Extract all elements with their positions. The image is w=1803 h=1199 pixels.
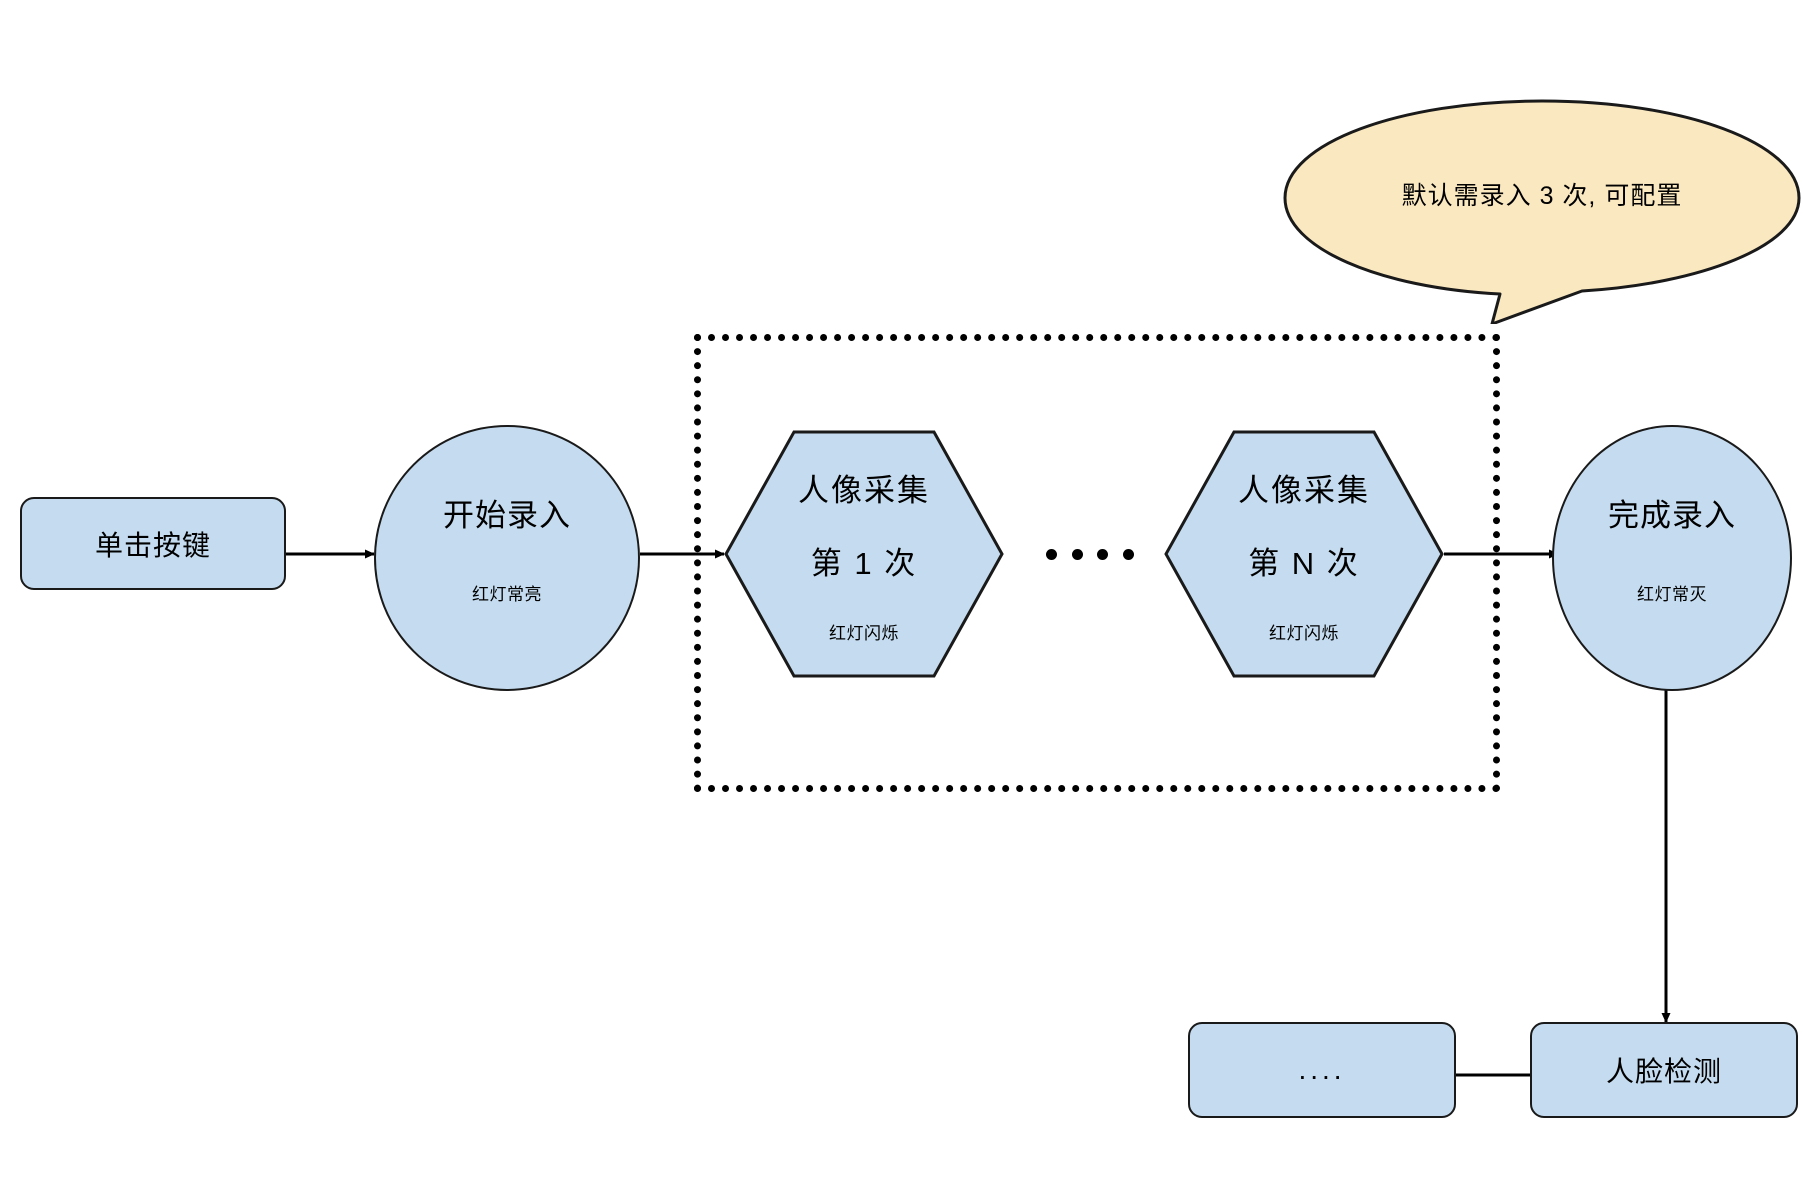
node-capture-first[interactable]: 人像采集 第 1 次 红灯闪烁	[724, 430, 1004, 678]
node-finish-enroll-label: 完成录入	[1608, 498, 1736, 533]
node-click-key[interactable]: 单击按键	[20, 497, 286, 590]
hexagon-shape-nth	[1164, 430, 1444, 678]
callout-shape	[1283, 99, 1801, 324]
node-click-key-label: 单击按键	[94, 529, 211, 561]
node-face-detect-label: 人脸检测	[1605, 1056, 1722, 1087]
node-more-steps[interactable]: ....	[1188, 1022, 1456, 1118]
hexagon-shape-first	[724, 430, 1004, 678]
node-finish-enroll-sublabel: 红灯常灭	[1637, 585, 1707, 604]
callout-bubble: 默认需录入 3 次, 可配置	[1280, 98, 1803, 324]
node-start-enroll[interactable]: 开始录入 红灯常亮	[374, 425, 640, 691]
node-face-detect[interactable]: 人脸检测	[1530, 1022, 1798, 1118]
between-captures-ellipsis	[1046, 548, 1134, 560]
node-more-steps-label: ....	[1298, 1054, 1346, 1085]
node-capture-nth[interactable]: 人像采集 第 N 次 红灯闪烁	[1164, 430, 1444, 678]
capture-loop-group	[694, 334, 1500, 792]
node-start-enroll-sublabel: 红灯常亮	[472, 585, 542, 604]
node-start-enroll-label: 开始录入	[443, 498, 571, 533]
node-finish-enroll[interactable]: 完成录入 红灯常灭	[1552, 425, 1792, 691]
